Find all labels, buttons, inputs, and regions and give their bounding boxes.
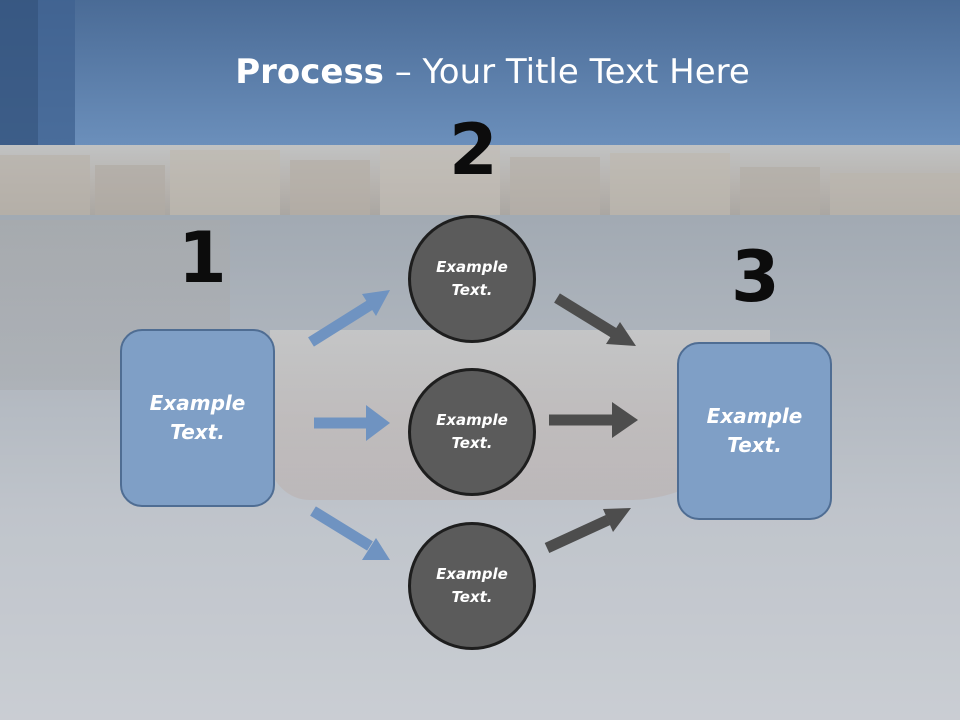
- circle-bottom-text: Example Text.: [436, 565, 508, 606]
- right-box: Example Text.: [677, 342, 832, 520]
- title-bar: Process – Your Title Text Here: [0, 0, 960, 145]
- step-number-1: 1: [178, 217, 227, 299]
- arrow-up-right-blue: [308, 290, 390, 347]
- circle-top: Example Text.: [408, 215, 536, 343]
- title-rest: – Your Title Text Here: [383, 52, 750, 92]
- arrow-right-dark: [549, 402, 638, 438]
- slide-title: Process – Your Title Text Here: [0, 52, 960, 92]
- arrow-down-right-blue: [310, 506, 390, 560]
- circle-middle: Example Text.: [408, 368, 536, 496]
- background-buildings: [0, 145, 960, 220]
- arrow-down-right-dark: [554, 293, 636, 346]
- circle-middle-text: Example Text.: [436, 411, 508, 452]
- arrow-right-blue: [314, 405, 390, 441]
- right-box-text: Example Text.: [706, 404, 803, 457]
- left-box-text: Example Text.: [149, 391, 246, 444]
- title-bar-stripe: [38, 0, 75, 145]
- circle-top-text: Example Text.: [436, 258, 508, 299]
- step-number-2: 2: [449, 109, 498, 191]
- title-bold: Process: [235, 52, 384, 92]
- left-box: Example Text.: [120, 329, 275, 507]
- title-bar-stripe: [0, 0, 38, 145]
- circle-bottom: Example Text.: [408, 522, 536, 650]
- arrow-up-right-dark: [544, 508, 631, 553]
- step-number-3: 3: [731, 236, 780, 318]
